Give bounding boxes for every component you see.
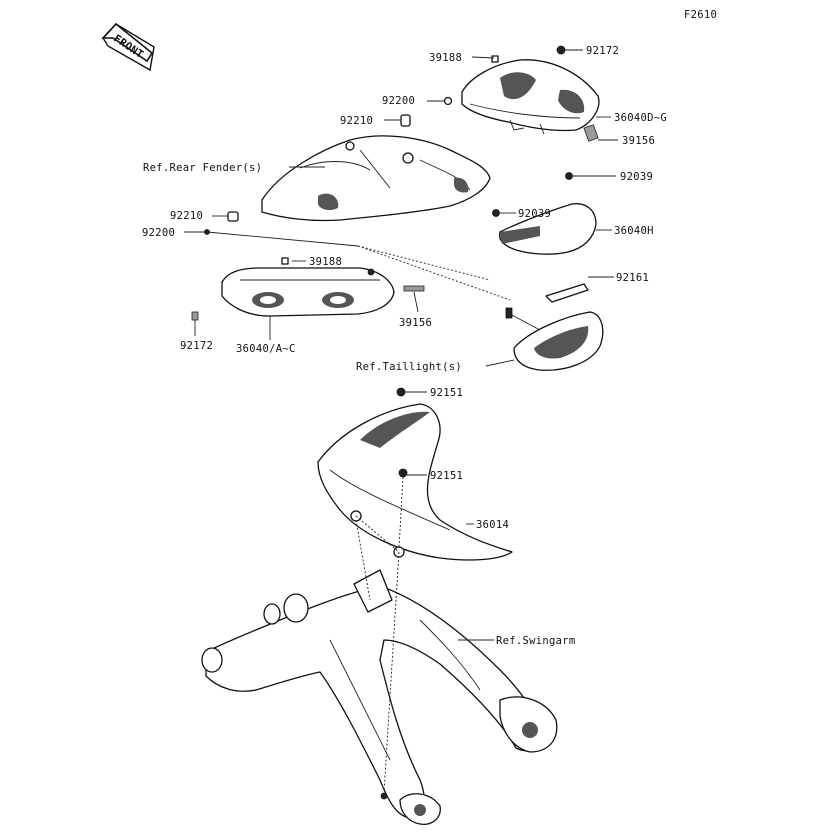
callout-92210-top: 92210	[340, 115, 373, 127]
reflector-39156-top-part	[583, 124, 599, 142]
callout-ref-taillight: Ref.Taillight(s)	[356, 361, 462, 373]
collar-92210-left-part	[227, 211, 239, 222]
callout-ref-rear-fender: Ref.Rear Fender(s)	[143, 162, 262, 174]
callout-92039-top: 92039	[620, 171, 653, 183]
bolt-92172-low-part	[191, 311, 199, 321]
taillight-part	[505, 307, 604, 371]
callout-39188-low: 39188	[309, 256, 342, 268]
bolt-92172-top-part	[556, 45, 566, 55]
front-arrow-icon: FRONT	[101, 22, 155, 72]
upper-rear-cover-part	[461, 59, 600, 135]
clip-39188-top-part	[491, 55, 499, 63]
reflector-39156-low-part	[403, 285, 425, 292]
nut-92151-mid-part	[398, 468, 408, 478]
callout-92210-left: 92210	[170, 210, 203, 222]
screw-92039-top-part	[565, 172, 573, 180]
swingarm-part	[201, 569, 558, 825]
nut-cover-part	[367, 268, 375, 276]
callout-92161: 92161	[616, 272, 649, 284]
figure-code: F2610	[684, 9, 717, 21]
rear-fender-part	[261, 135, 491, 222]
callout-92200-left: 92200	[142, 227, 175, 239]
lower-cover-36040AC-part	[221, 267, 395, 317]
callout-36014: 36014	[476, 519, 509, 531]
callout-39156-top: 39156	[622, 135, 655, 147]
callout-36040D-G: 36040D~G	[614, 112, 667, 124]
nut-92151-top-part	[396, 387, 406, 397]
callout-39188-top: 39188	[429, 52, 462, 64]
callout-36040H: 36040H	[614, 225, 654, 237]
callout-92172-top: 92172	[586, 45, 619, 57]
washer-92200-top-part	[443, 96, 453, 106]
callout-92151-top: 92151	[430, 387, 463, 399]
callout-92039-mid: 92039	[518, 208, 551, 220]
collar-92210-top-part	[400, 114, 411, 127]
clip-39188-low-part	[281, 257, 289, 265]
side-cover-36040H-part	[498, 203, 597, 255]
callout-92172-low: 92172	[180, 340, 213, 352]
chain-guard-part	[317, 403, 513, 561]
callout-92200-top: 92200	[382, 95, 415, 107]
leader-lines	[184, 49, 618, 793]
callout-36040A-C: 36040/A~C	[236, 343, 296, 355]
callout-ref-swingarm: Ref.Swingarm	[496, 635, 575, 647]
bracket-92161-part	[545, 283, 589, 303]
screw-92039-mid-part	[492, 209, 500, 217]
callout-39156-low: 39156	[399, 317, 432, 329]
callout-92151-mid: 92151	[430, 470, 463, 482]
